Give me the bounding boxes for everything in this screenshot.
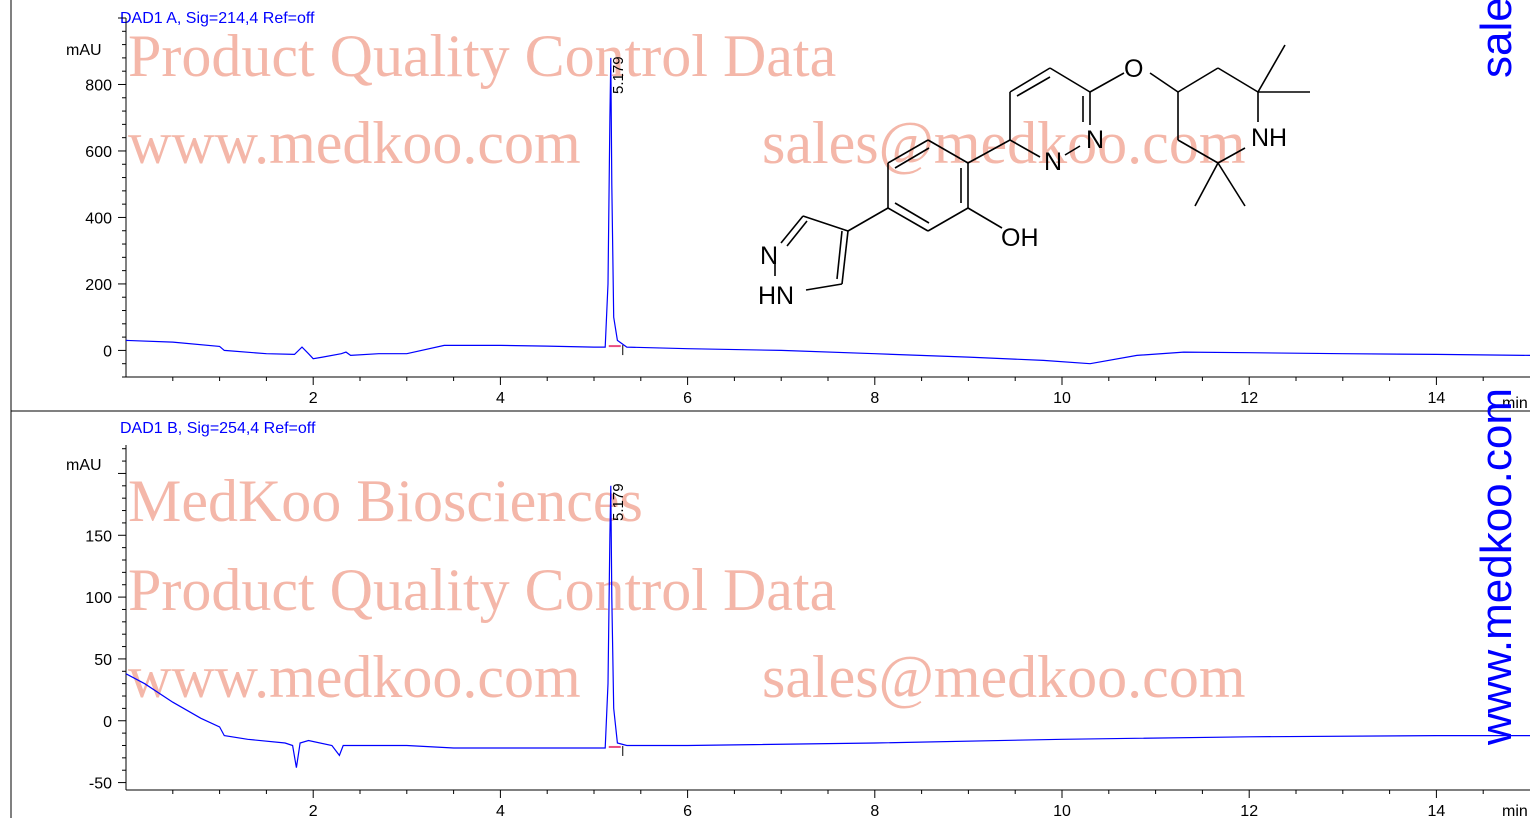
x-tick-label: 2 bbox=[309, 803, 318, 818]
panel-bottom-x-unit: min bbox=[1502, 803, 1528, 818]
x-tick-label: 10 bbox=[1053, 803, 1071, 818]
peak-retention-label: 5.179 bbox=[610, 56, 627, 94]
y-tick-label: 150 bbox=[85, 528, 112, 545]
atom-label-pyridazine-n2: N bbox=[1044, 148, 1062, 176]
x-tick-label: 10 bbox=[1053, 390, 1071, 407]
y-tick-label: -50 bbox=[89, 776, 112, 793]
y-tick-label: 0 bbox=[103, 714, 112, 731]
y-tick-label: 100 bbox=[85, 590, 112, 607]
x-tick-label: 12 bbox=[1240, 803, 1258, 818]
chromatogram-trace bbox=[125, 57, 1530, 365]
panel-top-y-unit: mAU bbox=[66, 42, 102, 59]
atom-label-hydroxyl: OH bbox=[1001, 224, 1039, 252]
x-tick-label: 2 bbox=[309, 390, 318, 407]
panel-top-title: DAD1 A, Sig=214,4 Ref=off bbox=[120, 10, 315, 27]
chromatogram-trace bbox=[125, 485, 1530, 768]
atom-label-pyridazine-n1: N bbox=[1086, 126, 1104, 154]
peak-integration-fill bbox=[608, 745, 621, 748]
peak-integration-fill bbox=[608, 345, 621, 348]
panel-bottom: DAD1 B, Sig=254,4 Ref=off mAU min -50 0 50… bbox=[66, 420, 1530, 818]
panel-top-x-unit: min bbox=[1502, 395, 1528, 412]
x-tick-label: 6 bbox=[683, 803, 692, 818]
y-tick-label: 200 bbox=[85, 277, 112, 294]
x-tick-label: 8 bbox=[870, 390, 879, 407]
molecule-structure bbox=[774, 44, 1310, 291]
x-tick-label: 4 bbox=[496, 803, 505, 818]
x-tick-label: 14 bbox=[1428, 390, 1446, 407]
y-tick-label: 400 bbox=[85, 210, 112, 227]
x-tick-label: 14 bbox=[1428, 803, 1446, 818]
side-sales-text: sales bbox=[1472, 0, 1521, 78]
watermark-bottom-line1: MedKoo Biosciences bbox=[128, 468, 643, 534]
x-tick-label: 8 bbox=[870, 803, 879, 818]
watermark-layer: Product Quality Control Data www.medkoo.… bbox=[128, 23, 1246, 710]
y-tick-label: 600 bbox=[85, 144, 112, 161]
watermark-bottom-line3-email: sales@medkoo.com bbox=[762, 644, 1246, 710]
peak-retention-label: 5.179 bbox=[610, 483, 627, 521]
x-tick-label: 12 bbox=[1240, 390, 1258, 407]
atom-label-pyrazole-hn: HN bbox=[758, 282, 794, 310]
watermark-bottom-line3-website: www.medkoo.com bbox=[128, 644, 581, 710]
atom-label-amine-nh: NH bbox=[1251, 124, 1287, 152]
panel-top: DAD1 A, Sig=214,4 Ref=off mAU min 0 200 40… bbox=[66, 10, 1530, 412]
y-tick-label: 800 bbox=[85, 77, 112, 94]
watermark-bottom-line2: Product Quality Control Data bbox=[128, 557, 836, 623]
x-tick-label: 4 bbox=[496, 390, 505, 407]
molecule-atom-labels: O N N NH OH N HN bbox=[758, 55, 1287, 310]
atom-label-pyrazole-n: N bbox=[760, 242, 778, 270]
watermark-top-line1: Product Quality Control Data bbox=[128, 23, 836, 89]
atom-label-ether-oxygen: O bbox=[1124, 55, 1143, 83]
side-website-text: www.medkoo.com bbox=[1472, 388, 1521, 746]
y-tick-label: 50 bbox=[94, 652, 112, 669]
x-tick-label: 6 bbox=[683, 390, 692, 407]
panel-bottom-y-unit: mAU bbox=[66, 457, 102, 474]
y-tick-label: 0 bbox=[103, 343, 112, 360]
panel-bottom-title: DAD1 B, Sig=254,4 Ref=off bbox=[120, 420, 316, 437]
watermark-top-line2-website: www.medkoo.com bbox=[128, 110, 581, 176]
